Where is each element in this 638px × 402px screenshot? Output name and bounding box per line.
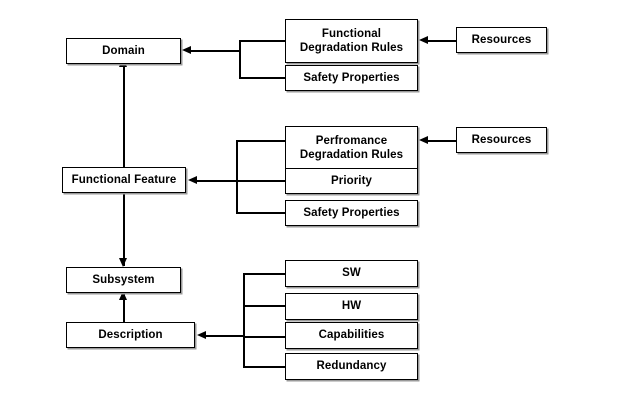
node-resources-top-label: Resources (471, 33, 532, 46)
node-performance-degradation-rules[interactable]: Perfromance Degradation Rules (285, 126, 418, 170)
node-hw-label: HW (341, 300, 362, 313)
node-priority[interactable]: Priority (285, 168, 418, 194)
node-functional-feature-label: Functional Feature (71, 173, 177, 186)
node-performance-degradation-rules-label: Perfromance Degradation Rules (299, 134, 404, 161)
arrowhead-functional-feature (188, 175, 197, 184)
node-safety-properties-mid-label: Safety Properties (303, 206, 400, 219)
node-safety-properties-mid[interactable]: Safety Properties (285, 200, 418, 226)
arrowhead-subsystem-down (119, 258, 128, 267)
node-functional-degradation-rules[interactable]: Functional Degradation Rules (285, 19, 418, 63)
node-capabilities[interactable]: Capabilities (285, 322, 418, 349)
bracket-domain-stub-fdr (239, 40, 286, 42)
node-subsystem-label: Subsystem (92, 273, 155, 286)
node-resources-top[interactable]: Resources (456, 27, 547, 53)
node-resources-mid[interactable]: Resources (456, 127, 547, 153)
node-redundancy[interactable]: Redundancy (285, 353, 418, 380)
bracket-ff-stub-priority (236, 180, 286, 182)
bracket-functional-feature-spine (236, 140, 238, 213)
node-hw[interactable]: HW (285, 293, 418, 320)
arrowhead-resources-mid (419, 135, 428, 144)
arrowhead-subsystem-up (119, 291, 128, 300)
bracket-desc-stub-sw (243, 273, 286, 275)
connector-description-subsystem (123, 293, 125, 323)
connector-resources-top-to-fdr (425, 40, 456, 42)
bracket-desc-stub-redundancy (243, 366, 286, 368)
arrowhead-description (197, 330, 206, 339)
connector-bracket-to-functional-feature (196, 180, 237, 182)
node-description[interactable]: Description (66, 322, 195, 348)
bracket-desc-stub-hw (243, 305, 286, 307)
bracket-domain-spine (239, 40, 241, 78)
connector-domain-functional-feature (123, 64, 125, 168)
bracket-ff-stub-pdr (236, 140, 286, 142)
node-safety-properties-top-label: Safety Properties (303, 71, 400, 84)
node-capabilities-label: Capabilities (318, 329, 385, 342)
node-domain[interactable]: Domain (66, 38, 181, 64)
node-domain-label: Domain (102, 44, 145, 57)
connector-resources-mid-to-pdr (425, 140, 456, 142)
connector-bracket-to-domain (190, 50, 240, 52)
node-priority-label: Priority (330, 174, 373, 187)
node-functional-degradation-rules-label: Functional Degradation Rules (299, 27, 404, 54)
node-description-label: Description (98, 328, 163, 341)
connector-functional-feature-subsystem (123, 168, 125, 266)
bracket-description-spine (243, 273, 245, 367)
node-sw-label: SW (342, 267, 361, 280)
node-sw[interactable]: SW (285, 260, 418, 287)
node-safety-properties-top[interactable]: Safety Properties (285, 65, 418, 91)
arrowhead-resources-top (419, 35, 428, 44)
bracket-ff-stub-safety (236, 212, 286, 214)
node-subsystem[interactable]: Subsystem (66, 267, 181, 293)
bracket-domain-stub-safety (239, 77, 286, 79)
connector-bracket-to-description (205, 335, 244, 337)
bracket-desc-stub-capabilities (243, 336, 286, 338)
node-resources-mid-label: Resources (471, 133, 532, 146)
arrowhead-domain (182, 45, 191, 54)
node-redundancy-label: Redundancy (316, 360, 387, 373)
node-functional-feature[interactable]: Functional Feature (62, 167, 186, 193)
